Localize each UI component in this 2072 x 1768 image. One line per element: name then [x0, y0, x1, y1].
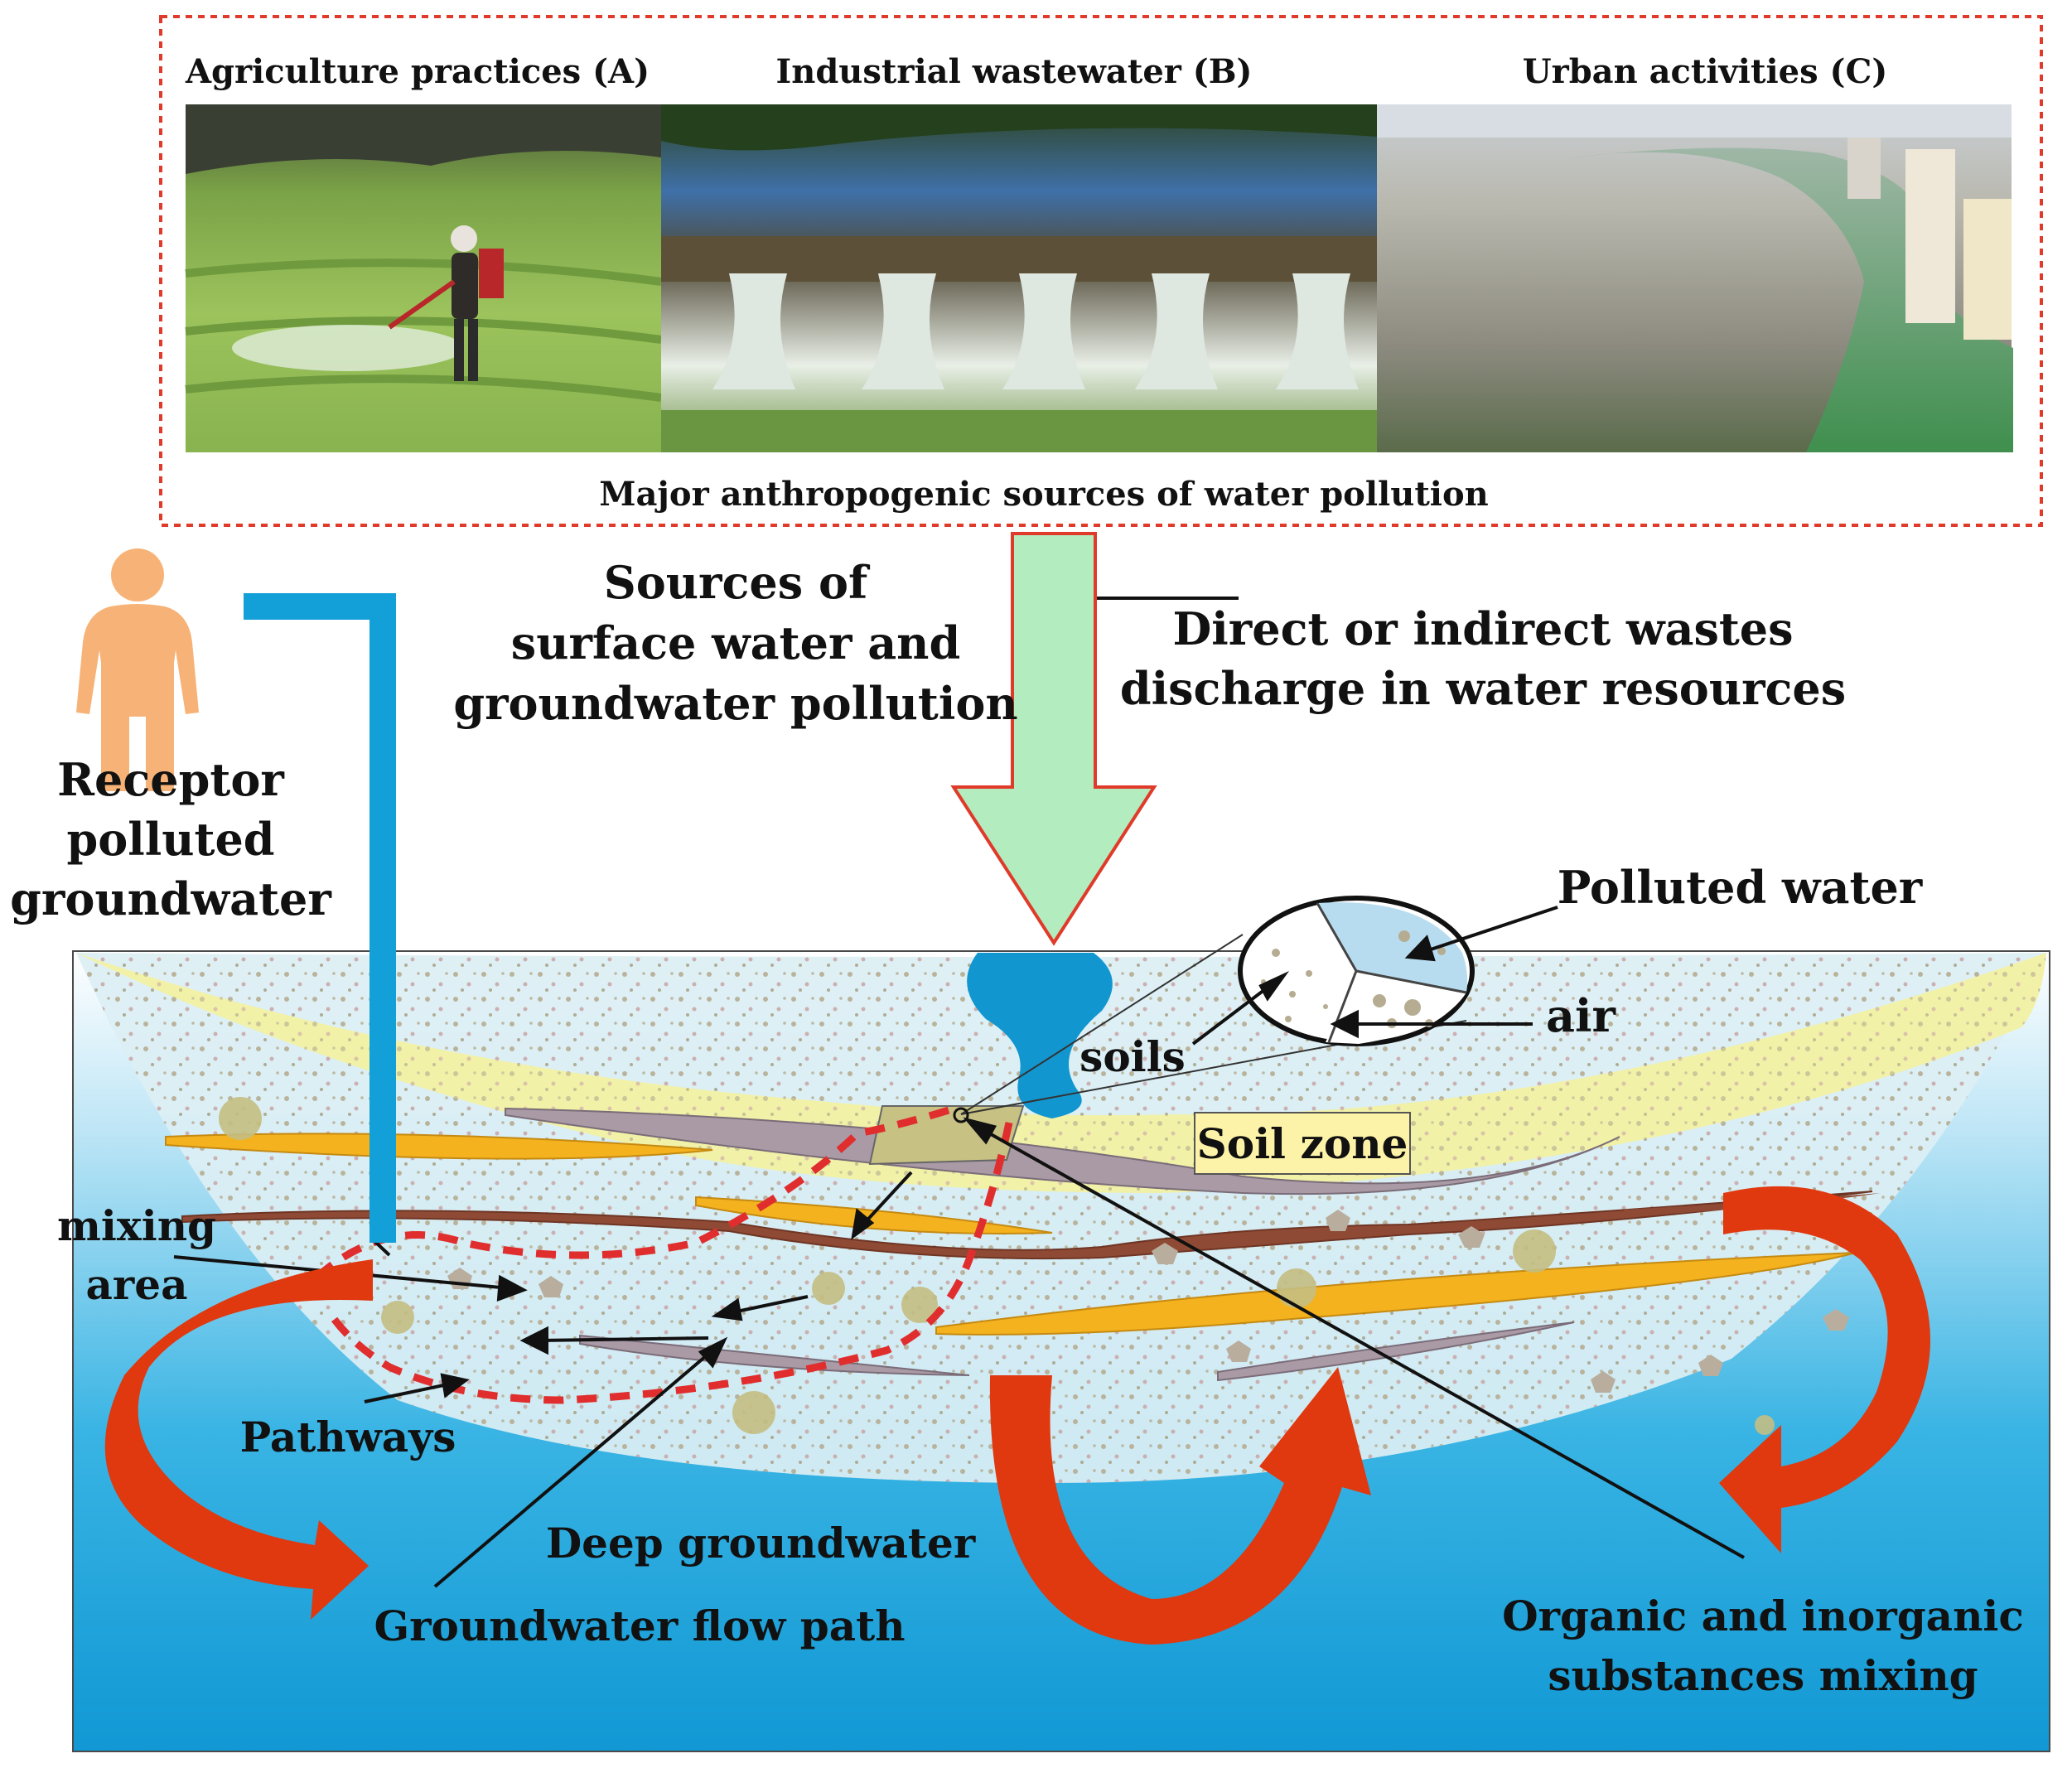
pointer-arrows	[173, 583, 1745, 1588]
mixing-area-line-2: area	[86, 1260, 188, 1309]
discharge-line-1: Direct or indirect wastes	[1172, 602, 1793, 655]
discharge-line-2: discharge in water resources	[1120, 662, 1846, 715]
sources-title-line-2: surface water and	[511, 616, 960, 669]
organic-mixing-line-1: Organic and inorganic	[1502, 1592, 2024, 1640]
receptor-line-3: groundwater	[10, 872, 331, 925]
photo-agriculture	[185, 104, 662, 452]
brown-lens-upper	[181, 1191, 1873, 1260]
soil-zone-label: Soil zone	[1197, 1119, 1408, 1168]
farmer-figure	[388, 225, 504, 381]
receptor-line-1: Receptor	[57, 753, 284, 806]
deep-groundwater-label: Deep groundwater	[546, 1519, 976, 1568]
ground-cross-section	[72, 583, 2050, 1752]
source-down-arrow	[950, 532, 1157, 946]
sources-frame	[159, 15, 2043, 527]
curved-arrow-icon	[104, 1186, 1930, 1645]
flow-arrow-right	[1719, 1186, 1930, 1553]
photo-title-industrial: Industrial wastewater (B)	[776, 52, 1253, 91]
person-silhouette-icon	[76, 548, 199, 791]
mixing-area-line-1: mixing	[57, 1201, 216, 1250]
polluted-water-label: Polluted water	[1558, 861, 1923, 914]
pathway-lines	[321, 1106, 1013, 1404]
flow-arrow-left	[104, 1259, 373, 1620]
soil-zone-box	[1194, 1112, 1411, 1175]
diagram-labels: Sources of surface water and groundwater…	[10, 556, 2024, 1700]
organic-mixing-line-2: substances mixing	[1548, 1651, 1978, 1700]
sources-panel: Agriculture practices (A) Industrial was…	[159, 15, 2043, 527]
mauve-lens-bottom-left	[579, 1334, 970, 1376]
extraction-pipe	[244, 593, 396, 1243]
pathways-label: Pathways	[240, 1413, 456, 1461]
air-label: air	[1546, 989, 1616, 1042]
panel-caption: Major anthropogenic sources of water pol…	[599, 475, 1489, 514]
gravel-particles	[219, 1097, 1775, 1435]
photo-urban	[1377, 104, 2013, 453]
soil-composition-circle	[1238, 896, 1475, 1046]
flow-arrow-middle	[989, 1367, 1371, 1645]
photo-title-agriculture: Agriculture practices (A)	[185, 52, 650, 91]
soils-label: soils	[1079, 1032, 1186, 1081]
surface-water-stream	[967, 953, 1113, 1118]
orange-lens-lower	[935, 1252, 1857, 1336]
receptor-line-2: polluted	[66, 813, 274, 866]
photo-industrial	[661, 104, 1377, 452]
orange-lens-middle	[695, 1196, 1053, 1235]
orange-lens-upper	[165, 1133, 713, 1160]
flow-path-label: Groundwater flow path	[374, 1601, 905, 1650]
photo-title-urban: Urban activities (C)	[1523, 52, 1888, 91]
sources-title-line-3: groundwater pollution	[453, 677, 1017, 730]
soil-sample-point	[953, 1107, 969, 1123]
sources-title-line-1: Sources of	[604, 556, 871, 609]
mauve-lens-bottom-right	[1217, 1321, 1575, 1382]
